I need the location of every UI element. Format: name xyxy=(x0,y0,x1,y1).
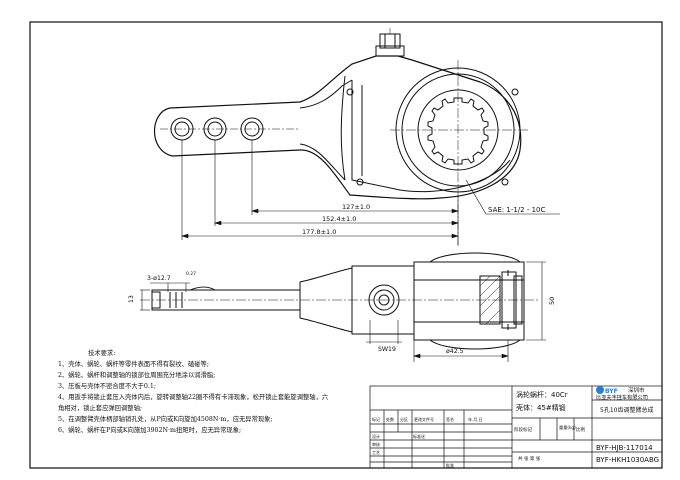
note-5: 5、在调整臂壳体柄部轴销孔处，从P向或K向旋加4508N·m，应无异常现象; xyxy=(58,416,273,423)
stage-label: 阶段标记 xyxy=(514,426,532,433)
company-logo: BYF xyxy=(605,388,618,395)
dim-42: ø42.5 xyxy=(446,348,464,355)
side-dimensions xyxy=(140,261,546,362)
company-logo-icon xyxy=(596,386,604,394)
note-4: 4、用扳手将锁止套压入壳体内后，旋转调整轴22圈不得有卡滞现象，松开锁止套能旋调… xyxy=(58,394,329,401)
col-change: 更改文件号 xyxy=(414,416,434,422)
dim-50: 50 xyxy=(548,297,556,305)
material-worm: 涡轮蜗杆：40Cr xyxy=(516,390,568,399)
dim-holes: 3-ø12.7 xyxy=(147,275,171,282)
col-count: 处数 xyxy=(386,416,394,422)
note-4-cont: 角相对，锁止套应弹回调整轴; xyxy=(58,405,142,412)
scale-label: 比例 xyxy=(576,426,585,433)
dim-13: 13 xyxy=(128,295,135,303)
col-sign: 签名 xyxy=(446,416,454,422)
row-standard: 标准化 xyxy=(413,433,425,439)
side-view xyxy=(140,252,540,350)
dim-sae: SAE: 1-1/2 - 10C xyxy=(488,206,545,214)
page-label: 共 张 第 张 xyxy=(518,455,541,462)
dim-holes-tol: 0.27 xyxy=(186,271,196,277)
technical-notes: 技术要求: 1、壳体、蜗轮、蜗杆等零件表面不得有裂纹、磕碰等; 2、蜗轮、蜗杆和… xyxy=(58,348,378,436)
row-review: 审核 xyxy=(372,441,380,447)
weight-label: 重量(kg) xyxy=(559,424,576,431)
top-dimensions xyxy=(180,140,560,245)
notes-title: 技术要求: xyxy=(88,350,116,357)
dim-127: 127±1.0 xyxy=(342,203,370,211)
dim-sw19: SW19 xyxy=(378,346,396,353)
dim-152: 152.4±1.0 xyxy=(322,215,356,223)
note-6: 6、蜗轮、蜗杆在P向或K向施加3902N·m扭矩时，应无异常现象; xyxy=(58,427,242,434)
company-line1: 深圳市 xyxy=(628,386,645,394)
note-2: 2、蜗轮、蜗杆和调整轴的锁部位周围充分地涂以润滑脂; xyxy=(58,372,216,379)
dim-177: 177.8±1.0 xyxy=(302,228,336,236)
drawing-no-1: BYF-HJB-117014 xyxy=(596,444,653,452)
material-housing: 壳体：45#精锻 xyxy=(516,403,566,412)
note-1: 1、壳体、蜗轮、蜗杆等零件表面不得有裂纹、磕碰等; xyxy=(58,361,209,368)
title-block-text: 涡轮蜗杆：40Cr 壳体：45#精锻 BYF 深圳市 比亚夫丰挂车有限公司 5孔… xyxy=(372,386,659,468)
col-zone: 分区 xyxy=(400,416,408,422)
title-block xyxy=(369,385,663,469)
company-line2: 比亚夫丰挂车有限公司 xyxy=(596,393,648,401)
row-process: 工艺 xyxy=(372,450,380,455)
col-date: 年.月.日 xyxy=(468,416,483,422)
note-3: 3、压板与壳体不密合度不大于0.1; xyxy=(58,383,157,390)
product-name: 5孔10齿调整臂总成 xyxy=(600,406,653,414)
row-design: 设计 xyxy=(372,433,380,439)
col-mark: 标记 xyxy=(372,416,380,422)
drawing-no-2: BYF-HKH1030ABG xyxy=(596,456,659,464)
sheet-border xyxy=(29,21,663,469)
row-approve: 批准 xyxy=(446,462,454,468)
